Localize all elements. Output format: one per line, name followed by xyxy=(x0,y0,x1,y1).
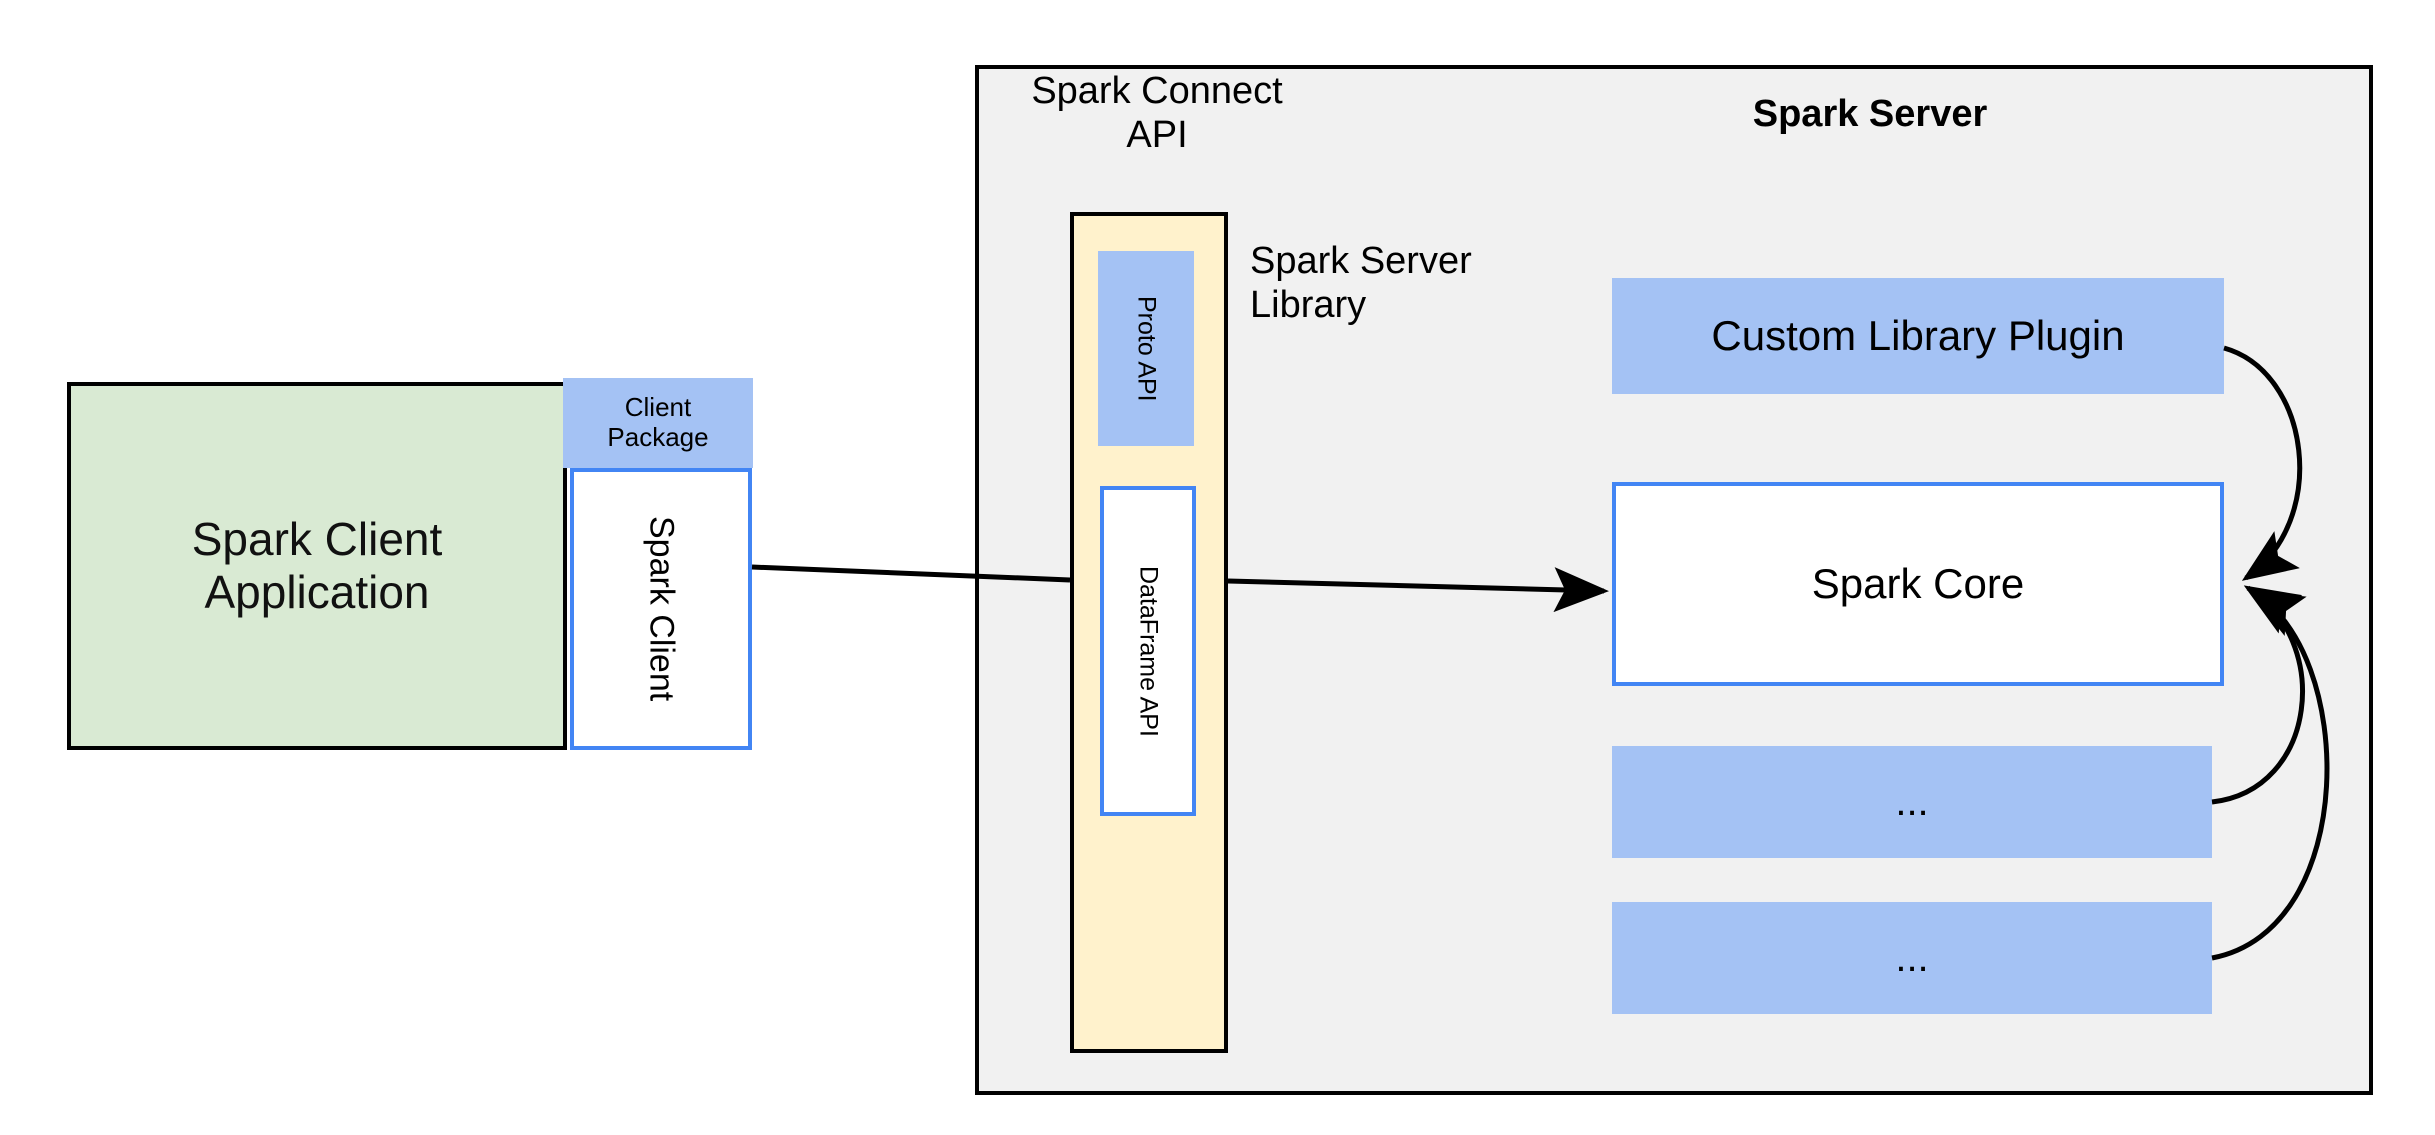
dataframe-api-box[interactable]: DataFrame API xyxy=(1100,486,1196,816)
client-package-box[interactable]: Client Package xyxy=(563,378,753,468)
proto-api-label: Proto API xyxy=(1132,295,1161,402)
server-module-ellipsis-one[interactable]: ... xyxy=(1612,746,2212,858)
spark-core-box[interactable]: Spark Core xyxy=(1612,482,2224,686)
spark-client-box[interactable]: Spark Client xyxy=(570,468,752,750)
spark-server-title: Spark Server xyxy=(1752,93,1988,136)
spark-client-label: Spark Client xyxy=(642,516,681,702)
dataframe-api-label: DataFrame API xyxy=(1134,565,1163,737)
proto-api-box[interactable]: Proto API xyxy=(1098,251,1194,446)
custom-library-plugin-label: Custom Library Plugin xyxy=(1711,311,2125,359)
server-module-ellipsis-two[interactable]: ... xyxy=(1612,902,2212,1014)
spark-connect-api-label-text: Spark Connect API xyxy=(1031,70,1283,156)
spark-client-application-box[interactable]: Spark Client Application xyxy=(67,382,567,750)
spark-client-application-label: Spark Client Application xyxy=(191,513,443,618)
ellipsis-one-label: ... xyxy=(1895,780,1929,824)
spark-connect-api-label: Spark Connect API xyxy=(1012,70,1302,170)
custom-library-plugin-box[interactable]: Custom Library Plugin xyxy=(1612,278,2224,394)
client-package-label: Client Package xyxy=(607,392,709,452)
spark-server-library-label-text: Spark Server Library xyxy=(1250,240,1472,326)
spark-core-label: Spark Core xyxy=(1811,559,2025,607)
spark-server-library-label: Spark Server Library xyxy=(1250,240,1550,350)
ellipsis-two-label: ... xyxy=(1895,936,1929,980)
